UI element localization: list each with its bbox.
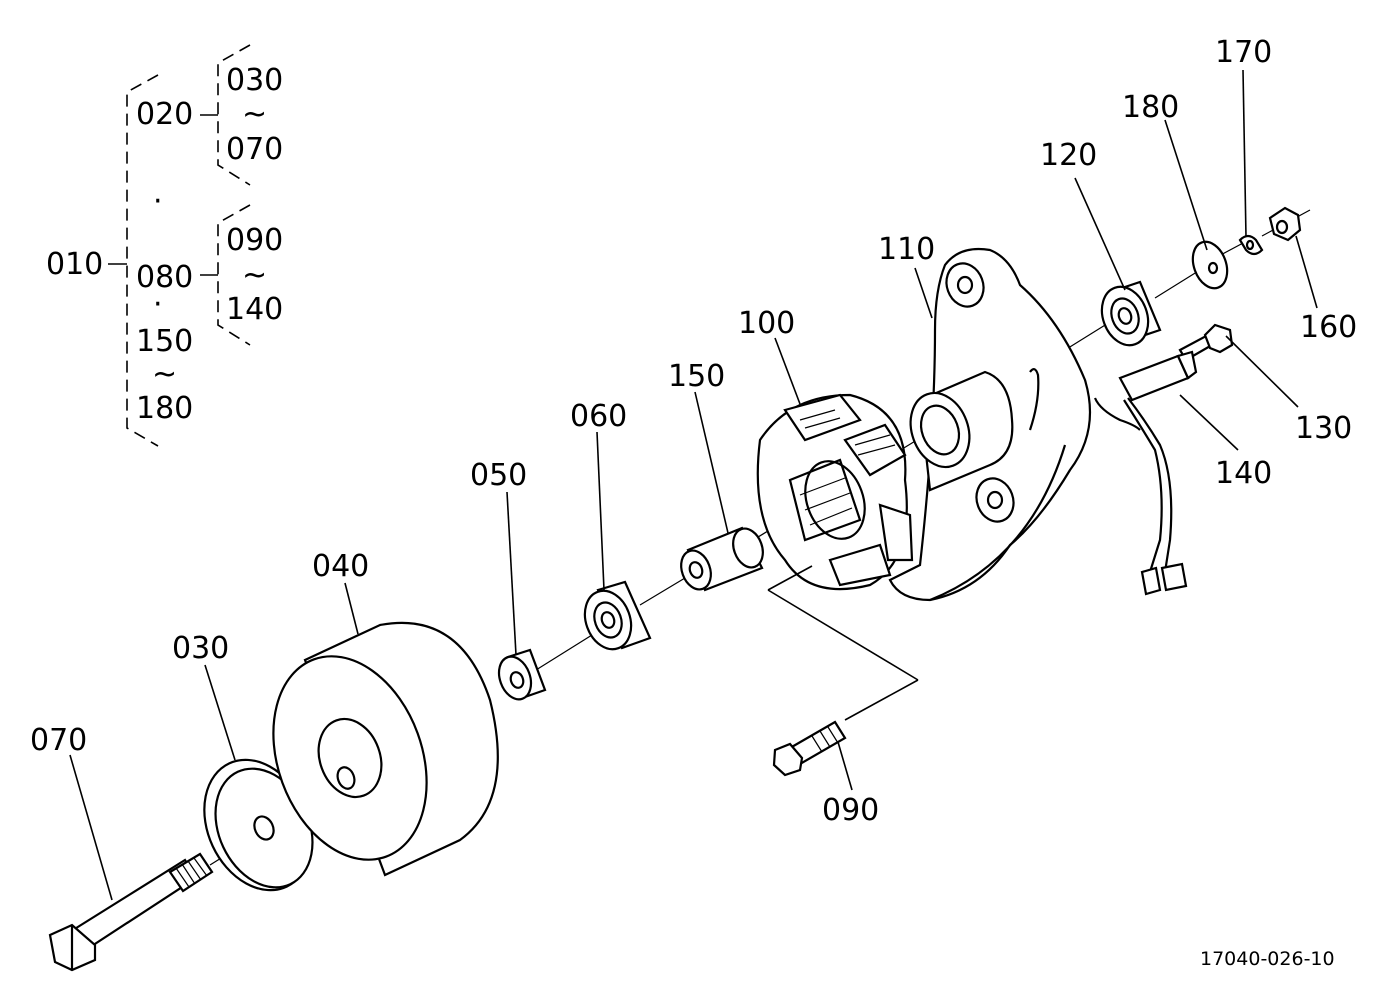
part-040-pulley <box>272 621 499 877</box>
tree-label-070: 070 <box>226 132 283 167</box>
tree-range-mark-a: ~ <box>242 97 267 132</box>
part-090-bolt <box>767 565 919 777</box>
part-140-sensor <box>1093 350 1198 596</box>
label-130: 130 <box>1295 411 1352 446</box>
leader-lines <box>69 69 1318 901</box>
part-050-spacer <box>497 648 547 701</box>
part-100-stator <box>756 393 914 591</box>
tree-label-010: 010 <box>46 247 103 282</box>
reference-code: 17040-026-10 <box>1200 948 1335 970</box>
label-170: 170 <box>1215 35 1272 70</box>
label-040: 040 <box>312 549 369 584</box>
part-110-housing <box>888 247 1092 602</box>
part-labels: 070 030 040 050 060 150 100 110 120 180 … <box>30 35 1357 828</box>
label-120: 120 <box>1040 138 1097 173</box>
tree-label-180: 180 <box>136 391 193 426</box>
part-170-lock-washer <box>1238 234 1264 256</box>
assembly-hierarchy: 010 020 030 ~ 070 · 080 090 ~ 140 · 150 … <box>46 44 283 447</box>
label-060: 060 <box>570 399 627 434</box>
part-060-bearing <box>583 580 652 651</box>
tree-label-030: 030 <box>226 63 283 98</box>
tree-label-140: 140 <box>226 292 283 327</box>
part-150-collar <box>680 526 764 592</box>
label-180: 180 <box>1122 90 1179 125</box>
part-070-bolt <box>48 852 214 972</box>
label-050: 050 <box>470 458 527 493</box>
tree-dot-1: · <box>153 184 163 219</box>
tree-dot-2: · <box>153 287 163 322</box>
part-120-bearing <box>1100 280 1162 347</box>
tree-label-090: 090 <box>226 223 283 258</box>
tree-label-020: 020 <box>136 97 193 132</box>
tree-range-mark-c: ~ <box>152 357 177 392</box>
label-150: 150 <box>668 359 725 394</box>
tree-label-150: 150 <box>136 324 193 359</box>
label-140: 140 <box>1215 456 1272 491</box>
label-090: 090 <box>822 793 879 828</box>
label-070: 070 <box>30 723 87 758</box>
label-110: 110 <box>878 232 935 267</box>
part-160-nut <box>1268 206 1302 242</box>
tree-label-080: 080 <box>136 260 193 295</box>
label-030: 030 <box>172 631 229 666</box>
tree-range-mark-b: ~ <box>242 258 267 293</box>
part-180-washer <box>1191 240 1229 290</box>
label-100: 100 <box>738 306 795 341</box>
label-160: 160 <box>1300 310 1357 345</box>
